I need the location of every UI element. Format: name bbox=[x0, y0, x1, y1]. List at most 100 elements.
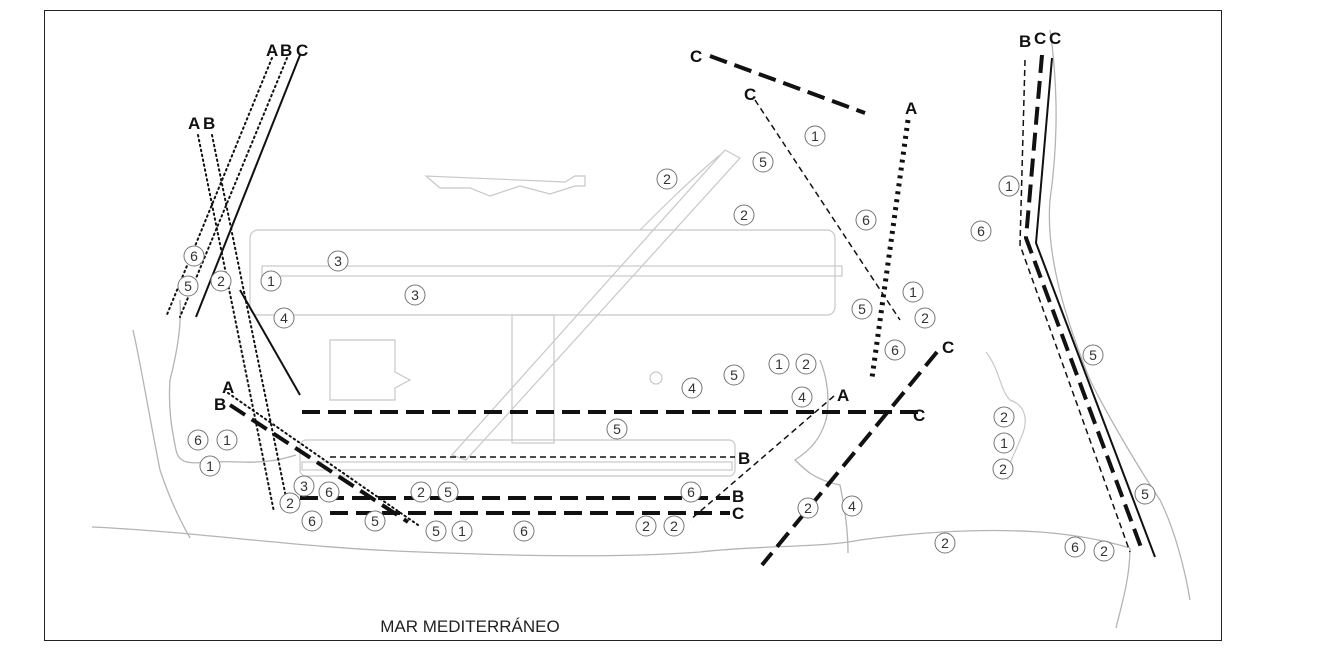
line-a-sw bbox=[227, 392, 419, 526]
zone-circle bbox=[914, 307, 936, 329]
zone-marker-11: 1 bbox=[260, 270, 282, 292]
zone-marker-25: 2 bbox=[934, 532, 956, 554]
zone-marker-3: 5 bbox=[752, 151, 774, 173]
zone-circle bbox=[318, 481, 340, 503]
zone-number: 1 bbox=[206, 458, 214, 474]
zone-number: 5 bbox=[730, 367, 738, 383]
line-a-ne bbox=[869, 119, 911, 379]
zone-marker-21: 2 bbox=[993, 406, 1015, 428]
zone-number: 1 bbox=[1005, 178, 1013, 194]
zone-circle bbox=[855, 209, 877, 231]
zone-circle bbox=[327, 250, 349, 272]
zone-number: 3 bbox=[411, 287, 419, 303]
zone-marker-41: 6 bbox=[680, 481, 702, 503]
zone-marker-32: 4 bbox=[791, 386, 813, 408]
line-c-north bbox=[709, 54, 866, 115]
zone-marker-51: 4 bbox=[841, 495, 863, 517]
zone-circle bbox=[998, 175, 1020, 197]
zone-marker-39: 2 bbox=[410, 481, 432, 503]
line-east-c-solid bbox=[1034, 57, 1156, 558]
zone-marker-13: 5 bbox=[177, 275, 199, 297]
zone-number: 3 bbox=[300, 478, 308, 494]
zone-circle bbox=[451, 520, 473, 542]
zone-circle bbox=[841, 495, 863, 517]
zone-marker-36: 1 bbox=[199, 455, 221, 477]
zone-marker-43: 6 bbox=[301, 510, 323, 532]
zone-circle bbox=[410, 481, 432, 503]
line-a-mid bbox=[689, 395, 835, 521]
zone-circle bbox=[199, 455, 221, 477]
route-label-abc-nw-c: C bbox=[296, 41, 308, 60]
line-w-b bbox=[211, 134, 290, 513]
route-label-a-sw: A bbox=[222, 378, 234, 397]
zone-number: 1 bbox=[909, 284, 917, 300]
zone-marker-5: 6 bbox=[855, 209, 877, 231]
zone-number: 2 bbox=[921, 310, 929, 326]
route-label-bcc-c2: C bbox=[1049, 29, 1061, 48]
zone-number: 6 bbox=[520, 523, 528, 539]
zone-marker-29: 5 bbox=[723, 364, 745, 386]
zone-number: 2 bbox=[999, 461, 1007, 477]
zone-circle bbox=[768, 353, 790, 375]
zone-circle bbox=[1082, 344, 1104, 366]
zone-circle bbox=[1064, 536, 1086, 558]
zone-circle bbox=[934, 532, 956, 554]
zone-marker-9: 6 bbox=[884, 339, 906, 361]
zone-number: 2 bbox=[217, 273, 225, 289]
zone-circle bbox=[723, 364, 745, 386]
zone-number: 5 bbox=[371, 513, 379, 529]
route-label-a-ne: A bbox=[905, 99, 917, 118]
zone-circle bbox=[851, 298, 873, 320]
zone-number: 2 bbox=[802, 356, 810, 372]
zone-circle bbox=[293, 475, 315, 497]
zone-number: 6 bbox=[190, 248, 198, 264]
zone-marker-45: 5 bbox=[425, 520, 447, 542]
zone-marker-24: 5 bbox=[1134, 483, 1156, 505]
zone-marker-50: 2 bbox=[797, 497, 819, 519]
zone-number: 6 bbox=[325, 484, 333, 500]
zone-marker-22: 1 bbox=[993, 432, 1015, 454]
route-label-bcc-b: B bbox=[1019, 32, 1031, 51]
zone-number: 1 bbox=[811, 128, 819, 144]
zone-number: 2 bbox=[941, 535, 949, 551]
zone-marker-1: 1 bbox=[804, 125, 826, 147]
zone-marker-16: 4 bbox=[273, 307, 295, 329]
zone-marker-6: 1 bbox=[902, 281, 924, 303]
zone-marker-8: 2 bbox=[914, 307, 936, 329]
zone-circle bbox=[216, 429, 238, 451]
zone-circle bbox=[656, 168, 678, 190]
zone-circle bbox=[404, 284, 426, 306]
zone-circle bbox=[680, 481, 702, 503]
zone-circle bbox=[635, 515, 657, 537]
zone-circle bbox=[425, 520, 447, 542]
line-east-b bbox=[1019, 59, 1131, 553]
zone-marker-48: 2 bbox=[635, 515, 657, 537]
zone-circle bbox=[804, 125, 826, 147]
route-label-b-lower: B bbox=[732, 487, 744, 506]
zone-markers: 1252615263165234216521252624512456113625… bbox=[177, 125, 1156, 562]
zone-number: 6 bbox=[891, 342, 899, 358]
zone-number: 5 bbox=[1089, 347, 1097, 363]
zone-number: 4 bbox=[688, 380, 696, 396]
zone-number: 2 bbox=[740, 207, 748, 223]
zone-number: 6 bbox=[1071, 539, 1079, 555]
map-frame bbox=[44, 10, 1222, 641]
airport-layout bbox=[249, 149, 1026, 481]
zone-circle bbox=[902, 281, 924, 303]
line-nw-b bbox=[179, 57, 288, 318]
zone-circle bbox=[177, 275, 199, 297]
line-south-short bbox=[239, 289, 301, 396]
zone-circle bbox=[187, 429, 209, 451]
zone-number: 5 bbox=[759, 154, 767, 170]
zone-number: 5 bbox=[432, 523, 440, 539]
zone-marker-30: 1 bbox=[768, 353, 790, 375]
zone-marker-12: 6 bbox=[183, 245, 205, 267]
line-c-se bbox=[760, 350, 939, 567]
sea-label: MAR MEDITERRÁNEO bbox=[380, 617, 559, 636]
zone-marker-37: 3 bbox=[293, 475, 315, 497]
zone-number: 6 bbox=[977, 223, 985, 239]
route-label-c-north: C bbox=[690, 47, 702, 66]
zone-circle bbox=[273, 307, 295, 329]
zone-marker-23: 2 bbox=[992, 458, 1014, 480]
